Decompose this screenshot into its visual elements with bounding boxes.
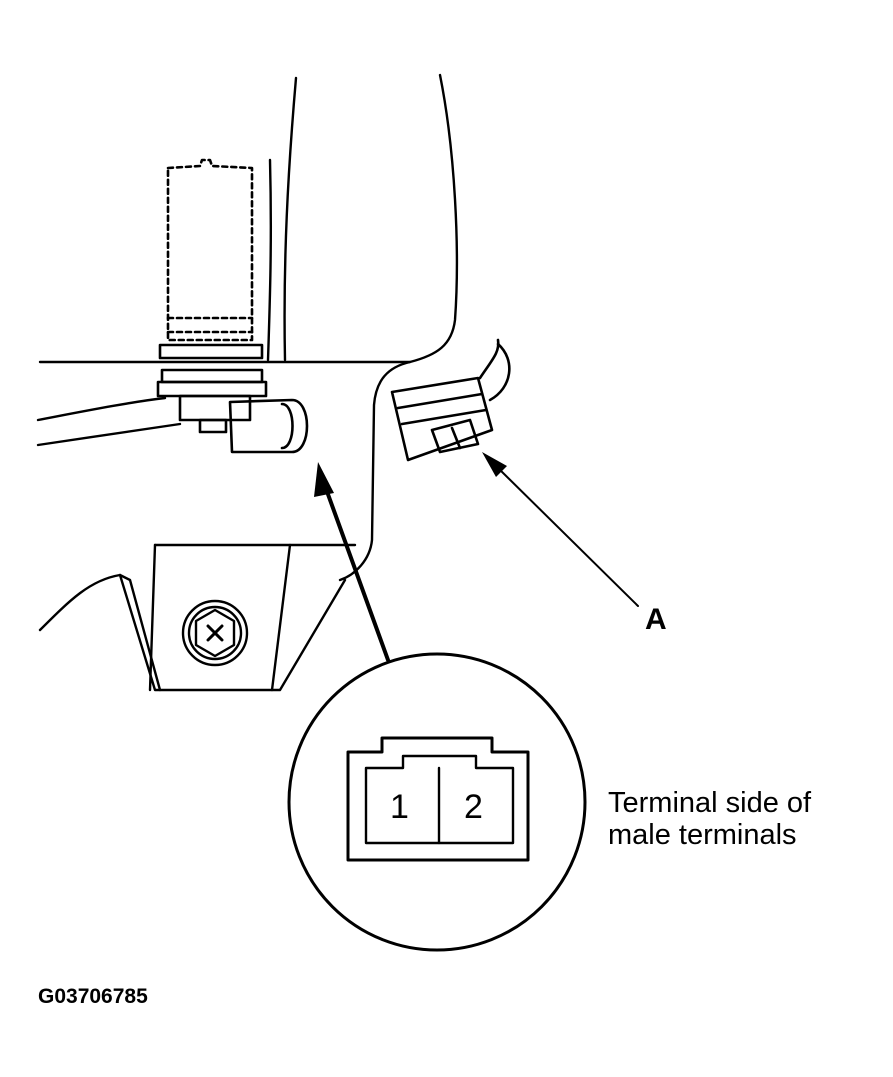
sensor-body: [156, 343, 309, 454]
pin-1-label: 1: [390, 788, 409, 826]
inset-caption-line-2: male terminals: [608, 819, 797, 851]
harness-connector: [390, 338, 511, 462]
inset-caption-line-1: Terminal side of: [608, 787, 812, 819]
sensor-leader-arrow: [314, 462, 390, 662]
engine-housing-outline: [36, 73, 459, 692]
pin-2-label: 2: [464, 788, 483, 826]
bolt-icon: [181, 599, 249, 667]
sensor-removed-outline: [166, 158, 254, 342]
terminal-inset: 1 2: [287, 652, 587, 952]
callout-a-leader-arrow: [482, 452, 639, 607]
figure-code: G03706785: [38, 985, 148, 1008]
callout-a-label: A: [645, 603, 667, 636]
